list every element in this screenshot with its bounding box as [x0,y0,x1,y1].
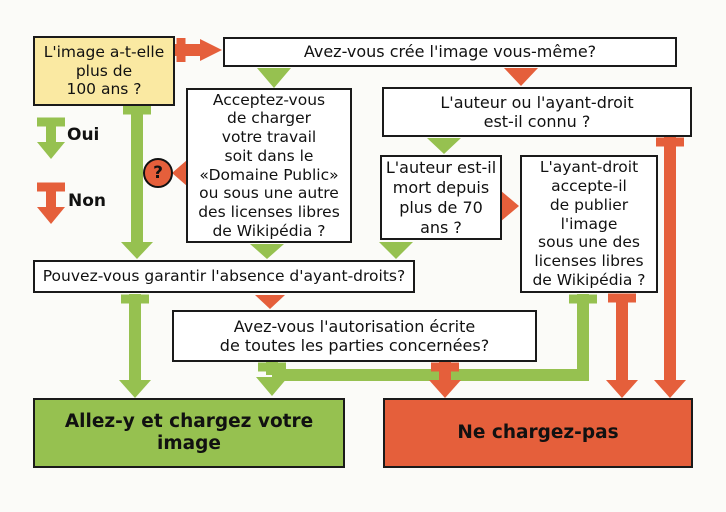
arrow-non-license-to-question [172,160,187,186]
node-license-accept-text: Acceptez-vous de charger votre travail s… [198,90,340,240]
arrow-oui-dead70-to-guarantee [379,242,413,259]
node-guarantee-text: Pouvez-vous garantir l'absence d'ayant-d… [42,267,406,286]
node-license-accept-question: Acceptez-vous de charger votre travail s… [186,88,352,243]
arrow-non-dead70-to-rightsholder [500,190,519,222]
node-guarantee-question: Pouvez-vous garantir l'absence d'ayant-d… [33,260,415,293]
arrow-non-rightsholder-to-nocharge [606,293,638,398]
legend-oui-arrow-icon [37,117,65,159]
arrow-non-age-to-selfmade [175,38,222,62]
node-rights-holder-question: L'ayant-droit accepte-il de publier l'im… [520,155,658,293]
node-rights-holder-text: L'ayant-droit accepte-il de publier l'im… [532,157,646,290]
arrow-non-guarantee-to-authorization [255,295,285,309]
question-mark-text: ? [153,163,163,183]
result-upload-ok-text: Allez-y et chargez votre image [64,410,314,454]
node-self-made-text: Avez-vous crée l'image vous-même? [303,42,597,62]
legend-non-label: Non [68,191,107,211]
question-mark-icon: ? [143,158,173,188]
arrow-non-known-to-nocharge [654,137,686,398]
node-author-known-text: L'auteur ou l'ayant-droit est-il connu ? [440,92,634,131]
node-author-known-question: L'auteur ou l'ayant-droit est-il connu ? [382,87,692,137]
node-authorization-question: Avez-vous l'autorisation écrite de toute… [172,310,537,362]
node-self-made-question: Avez-vous crée l'image vous-même? [223,37,677,67]
legend-oui-label: Oui [67,125,100,145]
arrow-oui-selfmade-to-license [257,68,291,88]
arrow-oui-known-to-dead70 [427,138,461,154]
arrow-non-authorization-to-nocharge [429,362,461,398]
node-authorization-text: Avez-vous l'autorisation écrite de toute… [219,316,490,355]
arrow-non-selfmade-to-known [504,68,538,86]
node-author-dead-70-text: L'auteur est-il mort depuis plus de 70 a… [385,157,497,237]
arrow-oui-guarantee-to-upload [119,294,151,398]
node-image-age-text: L'image a-t-elle plus de 100 ans ? [43,43,165,99]
arrow-oui-license-to-guarantee [250,244,284,259]
node-author-dead-70-question: L'auteur est-il mort depuis plus de 70 a… [380,155,502,240]
result-do-not-upload: Ne chargez-pas [383,398,693,468]
legend-non-arrow-icon [37,182,65,224]
node-image-age-question: L'image a-t-elle plus de 100 ans ? [33,36,175,106]
result-do-not-upload-text: Ne chargez-pas [457,421,619,443]
result-upload-ok: Allez-y et chargez votre image [33,398,345,468]
